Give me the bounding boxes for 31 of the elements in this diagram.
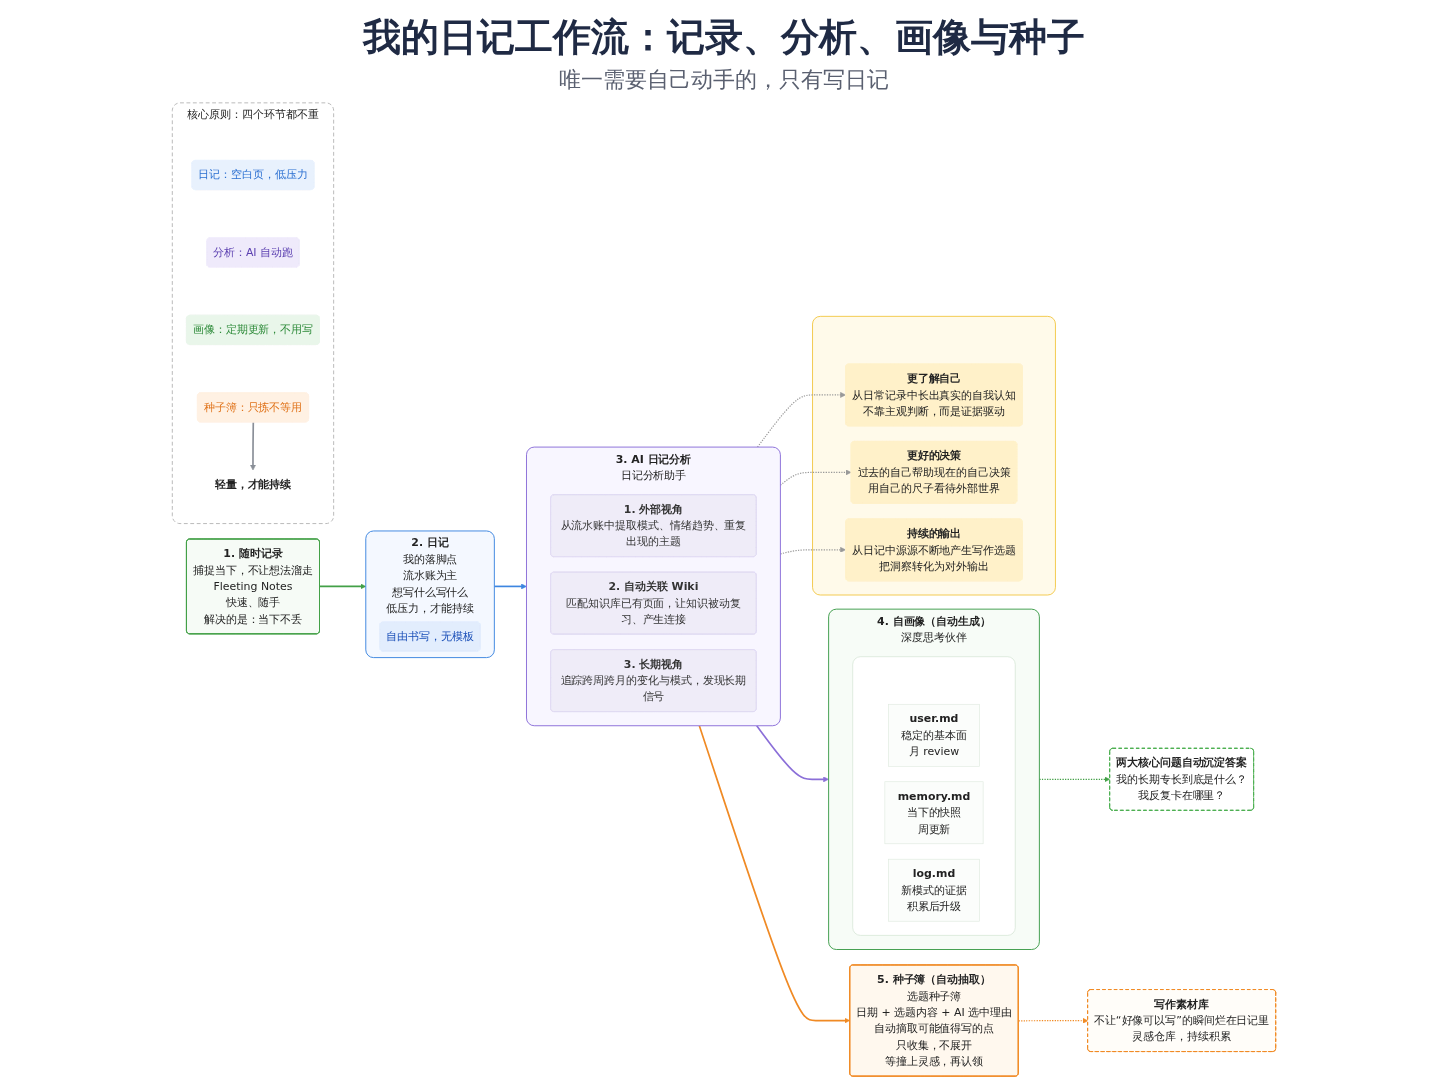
feature-card: 3. 长期视角 追踪跨周跨月的变化与模式，发现长期信号 (550, 649, 757, 712)
dashed-arrow (779, 469, 852, 486)
principle-tag: 种子簿：只拣不等用 (197, 392, 309, 423)
benefit-card: 更了解自己 从日常记录中长出真实的自我认知 不靠主观判断，而是证据驱动 (845, 363, 1023, 427)
subtitle: 唯一需要自己动手的，只有写日记 (559, 66, 889, 94)
file-row: log.md 新模式的证据 积累后升级 (888, 858, 980, 922)
dashed-arrow (756, 392, 846, 448)
benefit-card: 更好的决策 过去的自己帮助现在的自己决策 用自己的尺子看待外部世界 (850, 441, 1018, 504)
feature-card: 2. 自动关联 Wiki 匹配知识库已有页面，让知识被动复习、产生连接 (550, 571, 757, 635)
principle-tag: 画像：定期更新，不用写 (186, 315, 320, 345)
arrow (250, 421, 256, 471)
dashed-arrow (1038, 776, 1110, 783)
dashed-arrow (779, 547, 846, 555)
step-card: 1. 随时记录 捕捉当下，不让想法溜走 Fleeting Notes 快速、随手 解决的是：当下不丢 (185, 538, 320, 635)
file-row: memory.md 当下的快照 周更新 (884, 781, 984, 845)
dashed-arrow (1018, 1017, 1089, 1024)
summary-text: 轻量，才能持续 (214, 477, 292, 491)
benefit-card: 持续的输出 从日记中源源不断地产生写作选题 把洞察转化为对外输出 (845, 518, 1023, 582)
principle-tag: 分析：AI 自动跑 (206, 237, 300, 268)
arrow (318, 583, 367, 590)
highlight-tag: 自由书写，无模板 (379, 621, 481, 652)
arrow (493, 583, 527, 590)
principle-tag: 日记：空白页，低压力 (191, 160, 315, 190)
step-card: 5. 种子簿（自动抽取） 选题种子簿 日期 + 选题内容 + AI 选中理由 自动摘取可能值得写的点 只收集，不展开 等撞上灵感，再认领 (849, 964, 1019, 1077)
title: 我的日记工作流：记录、分析、画像与种子 (363, 14, 1085, 61)
note-card: 写作素材库 不让“好像可以写”的瞬间烂在日记里 灵感仓库，持续积累 (1087, 989, 1277, 1053)
feature-card: 1. 外部视角 从流水账中提取模式、情绪趋势、重复出现的主题 (550, 494, 757, 557)
arrow (698, 724, 850, 1024)
note-card: 两大核心问题自动沉淀答案 我的长期专长到底是什么？ 我反复卡在哪里？ (1109, 747, 1255, 811)
arrow (755, 724, 829, 783)
file-row: user.md 稳定的基本面 月 review (888, 703, 980, 767)
